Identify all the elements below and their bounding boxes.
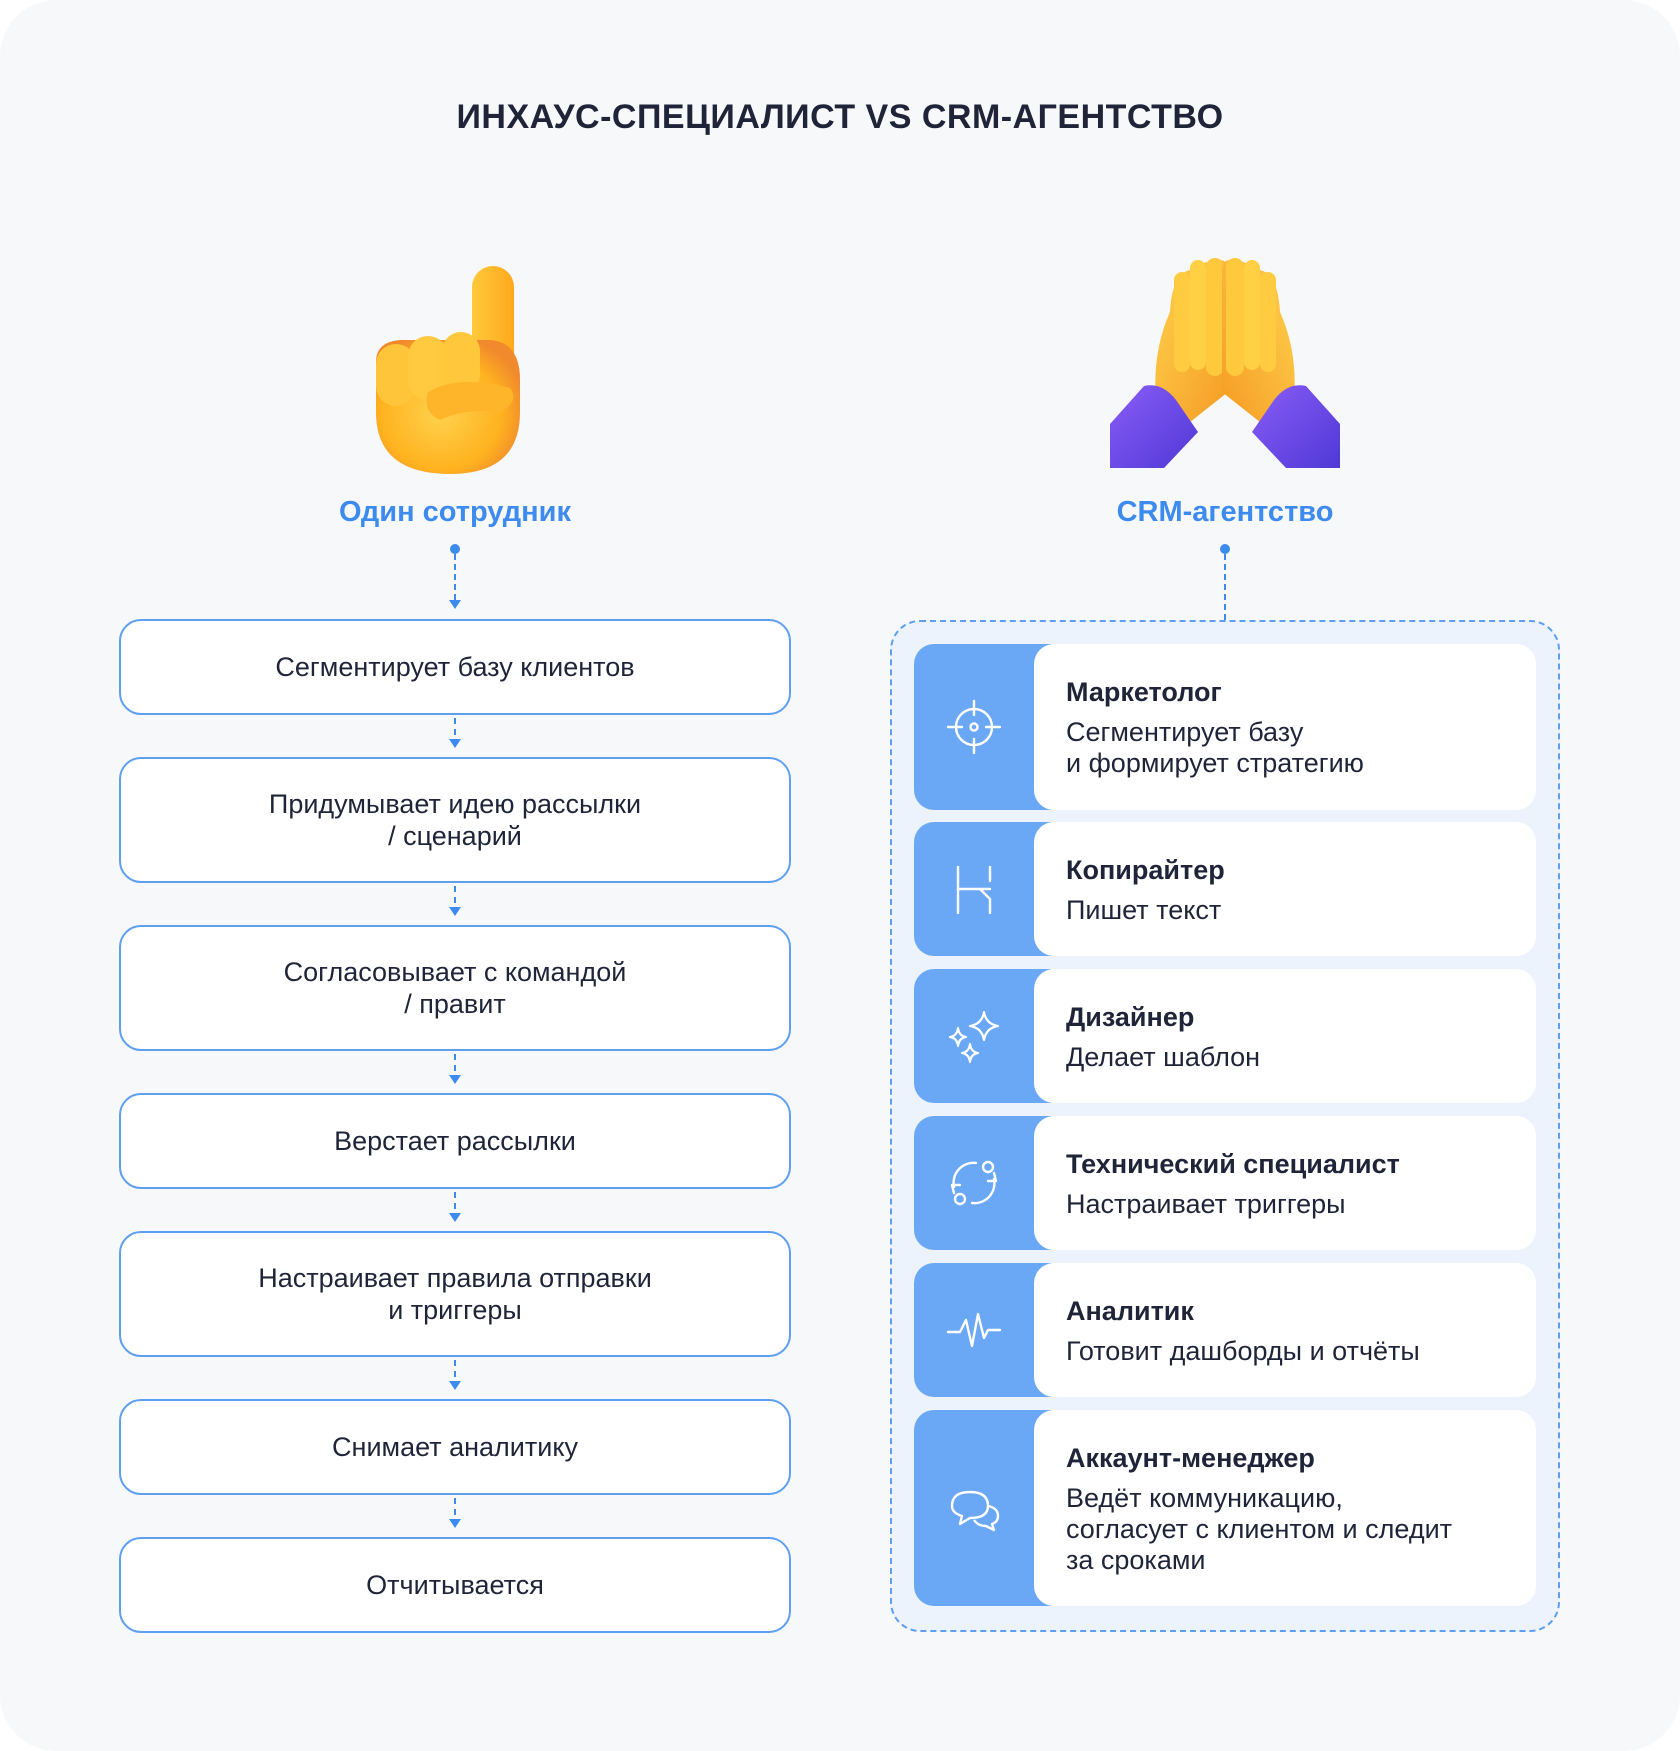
connector-dot (450, 544, 460, 554)
text-icon (956, 865, 992, 915)
connector-line (454, 554, 456, 600)
connector-line (454, 1054, 456, 1082)
role-name: Аккаунт-менеджер (1066, 1442, 1315, 1473)
page-title: ИНХАУС-СПЕЦИАЛИСТ VS CRM-АГЕНТСТВО (456, 98, 1224, 136)
role-card-designer: Дизайнер Делает шаблон (914, 969, 1536, 1103)
step-box: Верстает рассылки (119, 1093, 791, 1189)
role-name: Аналитик (1066, 1295, 1194, 1326)
chat-bubbles-icon (950, 1490, 1000, 1532)
connector-arrow (449, 1213, 461, 1222)
high-five-hands-icon (1110, 258, 1340, 468)
target-icon (946, 699, 1002, 755)
role-name: Копирайтер (1066, 854, 1225, 885)
step-box: Настраивает правила отправки и триггеры (119, 1231, 791, 1357)
connector-line (454, 1498, 456, 1526)
connector-line (454, 1360, 456, 1388)
step-box: Придумывает идею рассылки / сценарий (119, 757, 791, 883)
role-description: Делает шаблон (1066, 1041, 1261, 1072)
role-name: Технический специалист (1066, 1148, 1400, 1179)
sparkles-icon (948, 1010, 1000, 1064)
cycle-arrows-icon (950, 1160, 998, 1206)
role-description: Ведёт коммуникацию, согласует с клиентом… (1066, 1482, 1453, 1575)
pointing-up-hand-icon (376, 266, 520, 474)
connector-dot (1220, 544, 1230, 554)
role-card-marketer: Маркетолог Сегментирует базу и формирует… (914, 644, 1536, 810)
pulse-icon (946, 1312, 1002, 1348)
connector-arrow (449, 1381, 461, 1390)
connector-arrow (449, 739, 461, 748)
step-box: Сегментирует базу клиентов (119, 619, 791, 715)
role-card-tech-specialist: Технический специалист Настраивает тригг… (914, 1116, 1536, 1250)
connector-line (1224, 554, 1226, 620)
role-card-copywriter: Копирайтер Пишет текст (914, 822, 1536, 956)
column-label-employee: Один сотрудник (339, 496, 571, 528)
role-description: Пишет текст (1066, 894, 1222, 925)
role-name: Маркетолог (1066, 677, 1222, 707)
connector-line (454, 1192, 456, 1220)
role-description: Сегментирует базу и формирует стратегию (1066, 717, 1364, 778)
connector-line (454, 718, 456, 746)
role-description: Готовит дашборды и отчёты (1066, 1335, 1420, 1366)
column-label-agency: CRM-агентство (1116, 496, 1334, 528)
role-name: Дизайнер (1066, 1001, 1195, 1032)
connector-arrow (449, 907, 461, 916)
connector-arrow (449, 600, 461, 609)
role-card-account-manager: Аккаунт-менеджер Ведёт коммуникацию, сог… (914, 1410, 1536, 1606)
step-box: Согласовывает с командой / правит (119, 925, 791, 1051)
connector-arrow (449, 1519, 461, 1528)
connector-line (454, 886, 456, 914)
role-description: Настраивает триггеры (1066, 1188, 1346, 1219)
role-card-analyst: Аналитик Готовит дашборды и отчёты (914, 1263, 1536, 1397)
step-box: Отчитывается (119, 1537, 791, 1633)
connector-arrow (449, 1075, 461, 1084)
step-box: Снимает аналитику (119, 1399, 791, 1495)
